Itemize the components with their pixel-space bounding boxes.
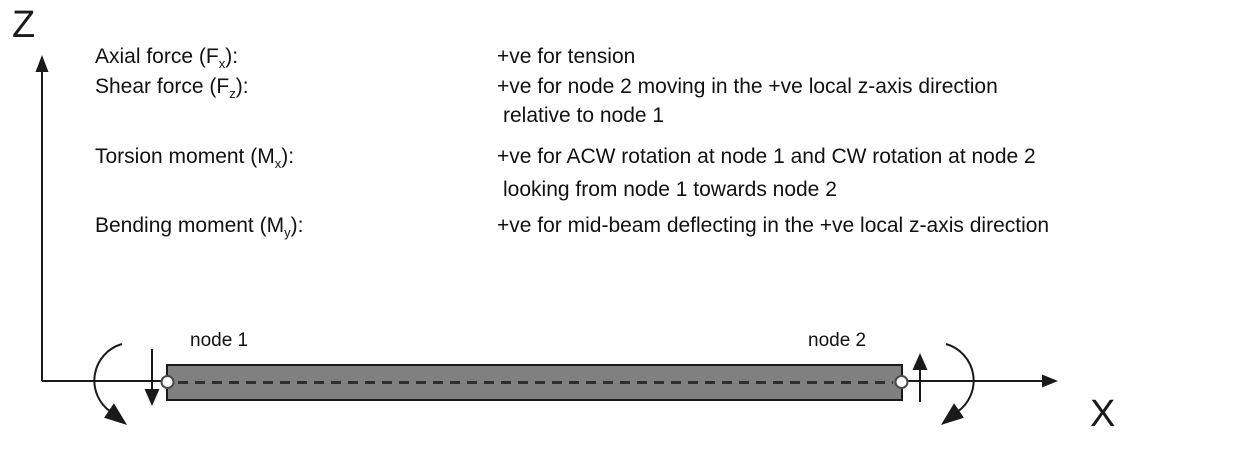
desc-torsion-moment-cont: looking from node 1 towards node 2 <box>503 178 837 201</box>
term-axial-subscript: x <box>218 56 226 72</box>
desc-torsion-moment: +ve for ACW rotation at node 1 and CW ro… <box>497 145 1036 168</box>
term-shear-force: Shear force (Fz): <box>95 75 249 102</box>
term-bending-subscript: y <box>284 225 291 241</box>
desc-axial-force: +ve for tension <box>497 45 636 68</box>
term-shear-subscript: z <box>229 86 236 102</box>
term-bending-suffix: ): <box>290 214 304 237</box>
node1-shear-down-arrow-icon <box>144 349 160 406</box>
term-torsion-prefix: Torsion moment (M <box>95 145 275 168</box>
term-axial-suffix: ): <box>225 45 239 68</box>
term-shear-prefix: Shear force (F <box>95 75 230 98</box>
term-axial-prefix: Axial force (F <box>95 45 219 68</box>
node2-rotation-arc-icon <box>940 343 975 425</box>
node2-shear-up-arrow-icon <box>912 353 928 402</box>
node1-circle <box>160 375 175 389</box>
node1-rotation-arc-icon <box>93 343 128 425</box>
node2-label: node 2 <box>808 330 867 351</box>
desc-shear-force-cont: relative to node 1 <box>503 104 665 127</box>
term-bending-moment: Bending moment (My): <box>95 214 304 241</box>
term-torsion-subscript: x <box>274 156 282 172</box>
term-torsion-moment: Torsion moment (Mx): <box>95 145 295 172</box>
term-torsion-suffix: ): <box>281 145 295 168</box>
x-axis-label: X <box>1090 393 1116 435</box>
term-shear-suffix: ): <box>235 75 249 98</box>
node2-circle <box>894 375 909 389</box>
desc-shear-force: +ve for node 2 moving in the +ve local z… <box>497 75 998 98</box>
desc-bending-moment: +ve for mid-beam deflecting in the +ve l… <box>497 214 1050 237</box>
term-axial-force: Axial force (Fx): <box>95 45 239 72</box>
term-bending-prefix: Bending moment (M <box>95 214 285 237</box>
z-axis-label: Z <box>12 4 36 46</box>
node1-label: node 1 <box>190 330 249 351</box>
z-axis-arrow <box>35 55 49 381</box>
